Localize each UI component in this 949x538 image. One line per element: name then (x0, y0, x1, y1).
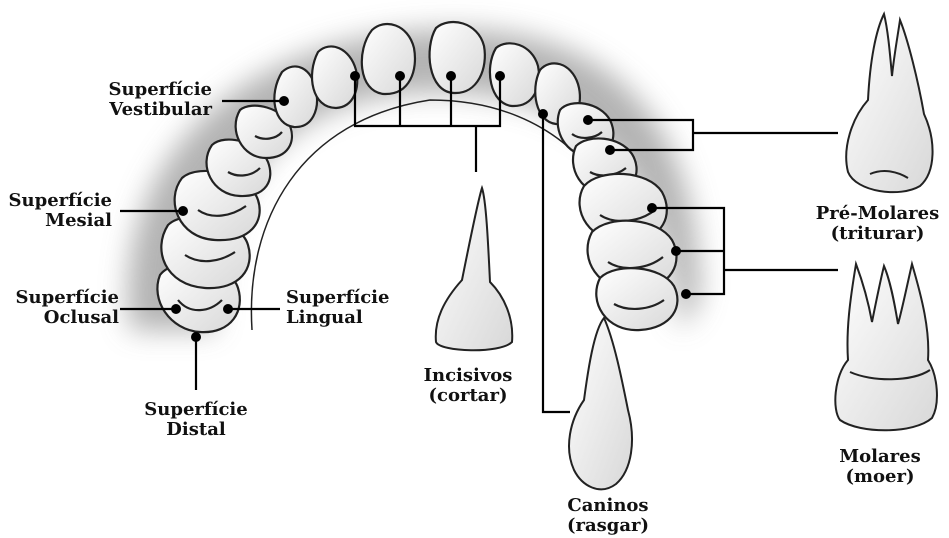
left-central-incisor (362, 24, 415, 94)
occlusal-surface-label: Superfície Oclusal (16, 288, 119, 328)
label-line: Pré-Molares (806, 204, 949, 224)
canine-tooth-illustration (569, 318, 632, 489)
label-line: Superfície (286, 288, 389, 308)
label-line: (moer) (820, 467, 940, 487)
label-line: Mesial (9, 211, 112, 231)
vestibular-surface-label: Superfície Vestibular (109, 80, 212, 120)
canines-label: Caninos (rasgar) (548, 496, 668, 536)
label-line: Lingual (286, 308, 389, 328)
label-line: Superfície (136, 400, 256, 420)
label-line: (cortar) (408, 386, 528, 406)
distal-surface-label: Superfície Distal (136, 400, 256, 440)
left-canine (274, 66, 317, 127)
label-line: Superfície (16, 288, 119, 308)
label-line: Molares (820, 447, 940, 467)
mesial-surface-label: Superfície Mesial (9, 191, 112, 231)
label-line: (rasgar) (548, 516, 668, 536)
molars-label: Molares (moer) (820, 447, 940, 487)
label-line: Vestibular (109, 100, 212, 120)
label-line: Oclusal (16, 308, 119, 328)
label-line: Caninos (548, 496, 668, 516)
premolar-tooth-illustration (846, 14, 932, 192)
label-line: (triturar) (806, 224, 949, 244)
molar-tooth-illustration (835, 264, 937, 430)
label-line: Superfície (9, 191, 112, 211)
lingual-surface-label: Superfície Lingual (286, 288, 389, 328)
incisor-tooth-illustration (436, 188, 513, 350)
label-line: Distal (136, 420, 256, 440)
label-line: Incisivos (408, 366, 528, 386)
right-molar-3 (596, 268, 677, 330)
premolars-label: Pré-Molares (triturar) (806, 204, 949, 244)
incisors-label: Incisivos (cortar) (408, 366, 528, 406)
right-central-incisor (430, 22, 485, 93)
label-line: Superfície (109, 80, 212, 100)
